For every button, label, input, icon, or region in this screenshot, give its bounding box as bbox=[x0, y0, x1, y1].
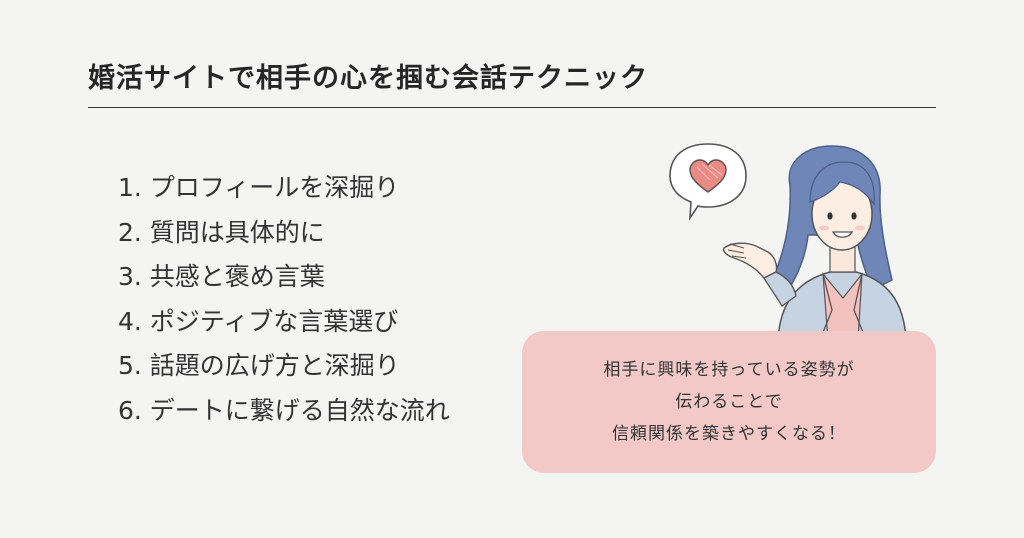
technique-list: 1. プロフィールを深掘り 2. 質問は具体的に 3. 共感と褒め言葉 4. ポ… bbox=[118, 166, 450, 433]
woman-illustration bbox=[669, 143, 907, 340]
callout-line: 伝わることで bbox=[675, 392, 783, 412]
list-item: 1. プロフィールを深掘り bbox=[118, 173, 400, 202]
heart-speech-bubble-icon bbox=[669, 143, 747, 221]
callout-line: 信頼関係を築きやすくなる！ bbox=[612, 424, 846, 444]
list-item: 3. 共感と褒め言葉 bbox=[118, 262, 325, 291]
list-item: 5. 話題の広げ方と深掘り bbox=[118, 351, 400, 380]
title-divider bbox=[88, 107, 936, 108]
page-title: 婚活サイトで相手の心を掴む会話テクニック bbox=[88, 63, 648, 94]
highlight-callout: 相手に興味を持っている姿勢が 伝わることで 信頼関係を築きやすくなる！ bbox=[522, 331, 936, 473]
list-item: 6. デートに繋げる自然な流れ bbox=[118, 395, 450, 425]
list-item: 2. 質問は具体的に bbox=[118, 217, 325, 247]
list-item: 4. ポジティブな言葉選び bbox=[118, 306, 399, 336]
callout-line: 相手に興味を持っている姿勢が bbox=[603, 360, 855, 380]
